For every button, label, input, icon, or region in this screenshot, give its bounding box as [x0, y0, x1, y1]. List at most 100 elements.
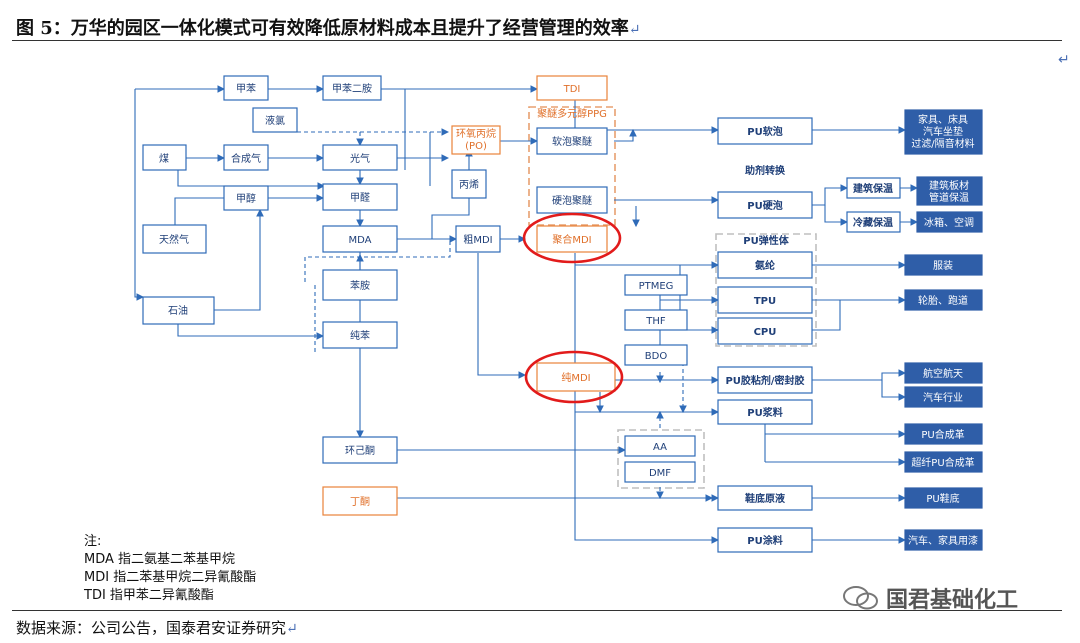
- spandex-label: 氨纶: [755, 259, 775, 272]
- node-aniline: 苯胺: [322, 269, 398, 301]
- node-benzene: 纯苯: [322, 321, 398, 349]
- node-building-insulation: 建筑保温: [846, 177, 901, 199]
- hard-foam-polyether-label: 硬泡聚醚: [552, 194, 592, 207]
- node-pure-mdi: 纯MDI: [536, 362, 616, 392]
- node-out-microfiber: 超纤PU合成革: [904, 451, 983, 473]
- benzene-label: 纯苯: [350, 329, 370, 342]
- node-polymeric-mdi: 聚合MDI: [536, 225, 608, 253]
- node-out-apparel: 服装: [904, 254, 983, 276]
- node-thf: THF: [624, 309, 688, 331]
- node-tpu: TPU: [717, 286, 813, 314]
- pu-soft-foam-label: PU软泡: [747, 125, 782, 138]
- node-methanol: 甲醇: [223, 185, 269, 211]
- node-pu-adhesive: PU胶粘剂/密封胶: [717, 366, 813, 394]
- cpu-label: CPU: [754, 327, 777, 338]
- syngas-label: 合成气: [231, 152, 261, 165]
- node-bdo: BDO: [624, 344, 688, 366]
- propylene-label: 丙烯: [459, 178, 479, 191]
- return-mark-source: ↵: [286, 621, 298, 637]
- source-text: 数据来源：公司公告，国泰君安证券研究: [16, 619, 287, 637]
- note-mdi: MDI 指二苯基甲烷二异氰酸酯: [84, 570, 257, 585]
- node-mda: MDA: [322, 225, 398, 253]
- out-pu-leather-label: PU合成革: [921, 428, 964, 441]
- petroleum-label: 石油: [168, 304, 188, 317]
- pure-mdi-label: 纯MDI: [561, 371, 590, 384]
- node-out-fridge: 冰箱、空调: [916, 211, 983, 233]
- dmf-label: DMF: [649, 468, 671, 479]
- out-pu-shoe-label: PU鞋底: [926, 492, 959, 505]
- node-out-furniture: 家具、床具 汽车坐垫 过滤/隔音材料: [904, 109, 983, 155]
- tdi-label: TDI: [563, 84, 581, 95]
- node-aa: AA: [624, 435, 696, 457]
- aniline-label: 苯胺: [350, 279, 370, 292]
- out-furniture-line3: 过滤/隔音材料: [911, 137, 974, 150]
- shoe-sole-liquid-label: 鞋底原液: [745, 492, 785, 505]
- figure-title: 图 5：万华的园区一体化模式可有效降低原材料成本且提升了经营管理的效率↵: [16, 14, 641, 40]
- out-auto-label: 汽车行业: [923, 391, 963, 404]
- return-mark: ↵: [628, 22, 641, 38]
- note-tdi: TDI 指甲苯二异氰酸酯: [84, 588, 214, 603]
- out-auto-furniture-paint-label: 汽车、家具用漆: [908, 534, 978, 547]
- highlight-ring-pure-mdi: [524, 350, 624, 404]
- source-note: 数据来源：公司公告，国泰君安证券研究↵: [16, 617, 298, 638]
- tda-label: 甲苯二胺: [332, 82, 372, 95]
- pu-slurry-label: PU浆料: [747, 406, 782, 419]
- node-pu-soft-foam: PU软泡: [717, 117, 813, 145]
- node-shoe-sole-liquid: 鞋底原液: [717, 485, 813, 511]
- out-apparel-label: 服装: [933, 259, 953, 272]
- bdo-label: BDO: [645, 351, 668, 362]
- soft-foam-polyether-label: 软泡聚醚: [552, 135, 592, 148]
- coal-label: 煤: [159, 152, 169, 165]
- highlight-ring-polymeric-mdi: [522, 212, 622, 264]
- po-label-line2: (PO): [465, 141, 487, 152]
- liquid-chlorine-label: 液氯: [265, 114, 285, 127]
- node-out-pu-leather: PU合成革: [904, 423, 983, 445]
- out-furniture-line2: 汽车坐垫: [923, 125, 963, 138]
- out-tires-label: 轮胎、跑道: [918, 294, 968, 307]
- node-coal: 煤: [142, 144, 187, 171]
- node-out-aerospace: 航空航天: [904, 362, 983, 384]
- building-insulation-label: 建筑保温: [852, 182, 893, 195]
- node-tda: 甲苯二胺: [322, 75, 382, 101]
- node-natural-gas: 天然气: [142, 224, 207, 254]
- methanol-label: 甲醇: [236, 192, 256, 205]
- cold-chain-insulation-label: 冷藏保温: [853, 216, 893, 229]
- polymeric-mdi-label: 聚合MDI: [552, 233, 591, 246]
- pu-hard-foam-label: PU硬泡: [747, 199, 782, 212]
- toluene-label: 甲苯: [236, 82, 256, 95]
- node-pu-hard-foam: PU硬泡: [717, 191, 813, 219]
- node-tdi: TDI: [536, 75, 608, 101]
- notes-header: 注:: [84, 534, 102, 549]
- node-out-building-panels: 建筑板材 管道保温: [916, 176, 983, 206]
- crude-mdi-label: 粗MDI: [463, 234, 492, 246]
- node-pu-slurry: PU浆料: [717, 399, 813, 425]
- pu-coating-label: PU涂料: [747, 534, 782, 547]
- return-mark-right: ↵: [1058, 52, 1070, 68]
- node-spandex: 氨纶: [717, 251, 813, 279]
- tpu-label: TPU: [754, 296, 776, 307]
- foaming-agent-switch-label: 助剂转换: [745, 164, 786, 177]
- node-cyclohexanone: 环己酮: [322, 436, 398, 464]
- aa-label: AA: [653, 442, 667, 453]
- node-po: 环氧丙烷 (PO): [451, 125, 501, 155]
- node-formaldehyde: 甲醛: [322, 183, 398, 211]
- node-petroleum: 石油: [142, 296, 215, 325]
- ptmeg-label: PTMEG: [639, 281, 674, 292]
- figure-title-text: 图 5：万华的园区一体化模式可有效降低原材料成本且提升了经营管理的效率: [16, 18, 629, 39]
- node-out-auto: 汽车行业: [904, 386, 983, 408]
- node-out-auto-furniture-paint: 汽车、家具用漆: [904, 529, 983, 551]
- node-liquid-chlorine: 液氯: [252, 107, 298, 133]
- node-foaming-agent-switch: 助剂转换: [737, 160, 793, 180]
- pu-adhesive-label: PU胶粘剂/密封胶: [725, 374, 804, 387]
- out-building-panels-line2: 管道保温: [929, 191, 969, 204]
- formaldehyde-label: 甲醛: [350, 191, 370, 204]
- out-microfiber-label: 超纤PU合成革: [911, 456, 974, 469]
- po-label-line1: 环氧丙烷: [456, 127, 496, 140]
- thf-label: THF: [645, 316, 666, 327]
- node-ptmeg: PTMEG: [624, 274, 688, 296]
- natural-gas-label: 天然气: [159, 233, 189, 246]
- node-soft-foam-polyether: 软泡聚醚: [536, 127, 608, 155]
- mda-label: MDA: [349, 235, 372, 246]
- pu-elastomer-group-label: PU弹性体: [743, 234, 789, 247]
